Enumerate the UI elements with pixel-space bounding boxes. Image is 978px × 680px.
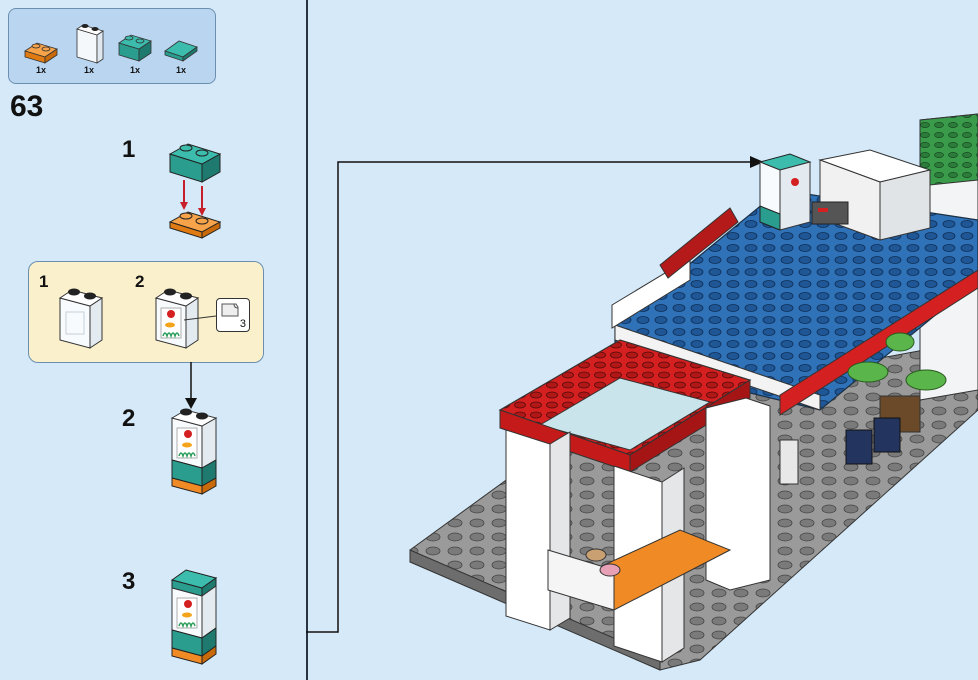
part-teal-tile: 1x <box>161 15 201 75</box>
substep-3-illustration <box>170 569 218 665</box>
part-transparent-panel: 1x <box>69 15 109 75</box>
sticker-icon <box>221 303 239 317</box>
teal-tile-1x2-icon <box>164 40 198 62</box>
substep-number: 2 <box>122 405 136 432</box>
part-count: 1x <box>83 65 94 75</box>
callout-down-arrow <box>185 362 197 409</box>
part-teal-brick: 1x <box>115 15 155 75</box>
substep-number: 1 <box>122 136 136 163</box>
sticker-sheet-reference: 3 <box>216 298 250 332</box>
column-divider <box>306 0 308 680</box>
sticker-sheet-number: 3 <box>239 318 246 330</box>
teal-brick-1x2-icon <box>118 34 152 62</box>
part-orange-plate: 1x <box>21 15 61 75</box>
orange-plate-1x2-icon <box>24 42 58 64</box>
transparent-panel-icon <box>76 24 104 64</box>
main-model-illustration <box>409 113 978 671</box>
placement-connector-arrow <box>306 156 764 633</box>
part-count: 1x <box>129 65 140 75</box>
substep-number: 3 <box>122 568 136 595</box>
substep-2-illustration <box>170 408 218 495</box>
step-number: 63 <box>10 90 44 123</box>
callout-substep-number: 2 <box>135 272 145 291</box>
callout-panel-sticker-illustration <box>154 288 217 349</box>
callout-substep-number: 1 <box>39 272 49 291</box>
part-count: 1x <box>175 65 186 75</box>
part-count: 1x <box>35 65 46 75</box>
callout-panel-plain-illustration <box>58 288 104 349</box>
parts-list-box: 1x 1x 1x 1x <box>8 8 216 84</box>
substep-1-illustration <box>168 143 222 239</box>
